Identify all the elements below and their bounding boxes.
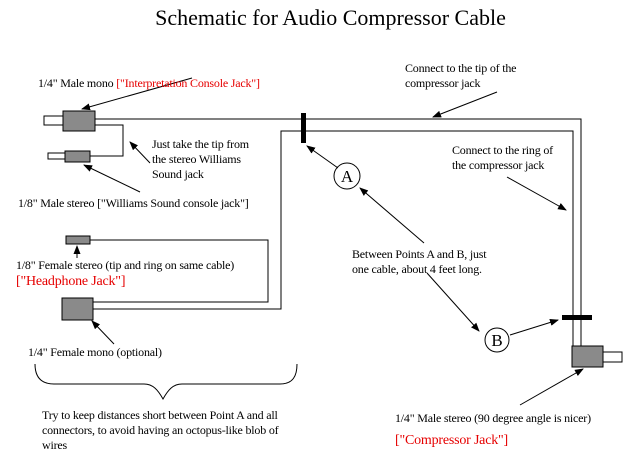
arrow-connect-ring-to-wire xyxy=(506,176,567,211)
arrow-female-mono-label-to-jack xyxy=(91,320,115,345)
headphone-jack-label-red: ["Headphone Jack"] xyxy=(16,274,126,289)
williams-jack-tip xyxy=(47,152,66,160)
connect-tip-label: Connect to the tip of the compressor jac… xyxy=(405,61,517,90)
point-a-circle xyxy=(333,162,361,190)
point-b-circle xyxy=(484,327,510,353)
tip-note-label: Just take the tip from the stereo Willia… xyxy=(152,137,249,181)
arrow-compressor-label-to-jack xyxy=(519,368,584,406)
compressor-jack-tip xyxy=(602,351,623,363)
female-mono-label: 1/4" Female mono (optional) xyxy=(28,345,162,359)
tip-wire xyxy=(95,118,582,346)
arrow-circle-a-to-marker xyxy=(306,145,339,169)
compressor-jack-label: 1/4" Male stereo (90 degree angle is nic… xyxy=(395,411,591,425)
williams-jack-body xyxy=(64,150,91,163)
arrow-circle-b-to-marker xyxy=(509,319,559,336)
connect-ring-label: Connect to the ring of the compressor ja… xyxy=(452,143,553,172)
point-b-letter: B xyxy=(491,331,502,350)
arrow-williams-label-to-jack xyxy=(83,164,141,193)
page-title: Schematic for Audio Compressor Cable xyxy=(155,5,506,30)
compressor-jack-label-red: ["Compressor Jack"] xyxy=(395,433,508,448)
williams-loop-wire xyxy=(90,124,124,157)
arrow-interp-label-to-jack xyxy=(81,77,193,111)
point-a-letter: A xyxy=(341,167,354,186)
arrow-between-to-circle-b xyxy=(426,272,480,332)
arrow-between-to-circle-a xyxy=(359,187,425,244)
arrow-connect-tip-to-wire xyxy=(432,91,498,118)
interp-jack-label-red: ["Interpretation Console Jack"] xyxy=(116,76,260,90)
headphone-jack-label: 1/8" Female stereo (tip and ring on same… xyxy=(16,258,235,272)
female-mono-body xyxy=(61,297,94,321)
interp-jack-label-black: 1/4" Male mono xyxy=(38,76,117,90)
compressor-jack-body xyxy=(571,345,604,368)
keep-short-note: Try to keep distances short between Poin… xyxy=(42,408,279,452)
headphone-jack-body xyxy=(65,235,91,245)
arrow-tip-note-to-junction xyxy=(129,141,151,164)
interp-jack-tip xyxy=(43,115,65,126)
headphone-loop-wire xyxy=(90,239,269,303)
between-points-label: Between Points A and B, just one cable, … xyxy=(352,247,487,276)
williams-jack-label: 1/8" Male stereo ["Williams Sound consol… xyxy=(18,196,249,210)
interp-jack-label: 1/4" Male mono ["Interpretation Console … xyxy=(38,62,260,90)
ring-wire xyxy=(93,130,574,346)
point-b-marker xyxy=(562,315,592,320)
point-a-marker xyxy=(301,113,306,143)
brace xyxy=(34,363,298,401)
interp-jack-body xyxy=(62,110,96,132)
